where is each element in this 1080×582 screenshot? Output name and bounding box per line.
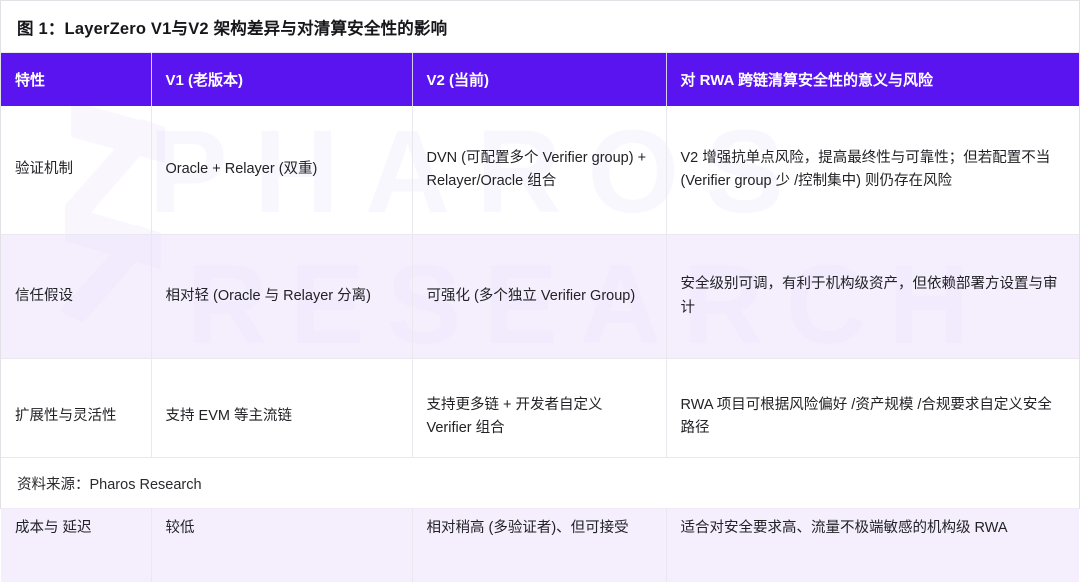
figure-title: 图 1：LayerZero V1与V2 架构差异与对清算安全性的影响 (1, 1, 1079, 53)
table-body: 验证机制 Oracle + Relayer (双重) DVN (可配置多个 Ve… (1, 106, 1079, 582)
column-header-feature: 特性 (1, 53, 151, 106)
cell-impact: 安全级别可调，有利于机构级资产，但依赖部署方设置与审计 (666, 235, 1079, 359)
table-header-row: 特性 V1 (老版本) V2 (当前) 对 RWA 跨链清算安全性的意义与风险 (1, 53, 1079, 106)
column-header-v1: V1 (老版本) (151, 53, 412, 106)
cell-v2: DVN (可配置多个 Verifier group) + Relayer/Ora… (412, 106, 666, 235)
cell-feature: 验证机制 (1, 106, 151, 235)
table-row: 验证机制 Oracle + Relayer (双重) DVN (可配置多个 Ve… (1, 106, 1079, 235)
figure-container: 图 1：LayerZero V1与V2 架构差异与对清算安全性的影响 PHARO… (0, 0, 1080, 509)
cell-v1: 相对轻 (Oracle 与 Relayer 分离) (151, 235, 412, 359)
cell-v2: 可强化 (多个独立 Verifier Group) (412, 235, 666, 359)
column-header-v2: V2 (当前) (412, 53, 666, 106)
column-header-impact: 对 RWA 跨链清算安全性的意义与风险 (666, 53, 1079, 106)
table-header: 特性 V1 (老版本) V2 (当前) 对 RWA 跨链清算安全性的意义与风险 (1, 53, 1079, 106)
cell-v1: Oracle + Relayer (双重) (151, 106, 412, 235)
source-note: 资料来源：Pharos Research (1, 457, 1079, 508)
cell-impact: V2 增强抗单点风险，提高最终性与可靠性；但若配置不当 (Verifier gr… (666, 106, 1079, 235)
cell-feature: 信任假设 (1, 235, 151, 359)
table-row: 信任假设 相对轻 (Oracle 与 Relayer 分离) 可强化 (多个独立… (1, 235, 1079, 359)
